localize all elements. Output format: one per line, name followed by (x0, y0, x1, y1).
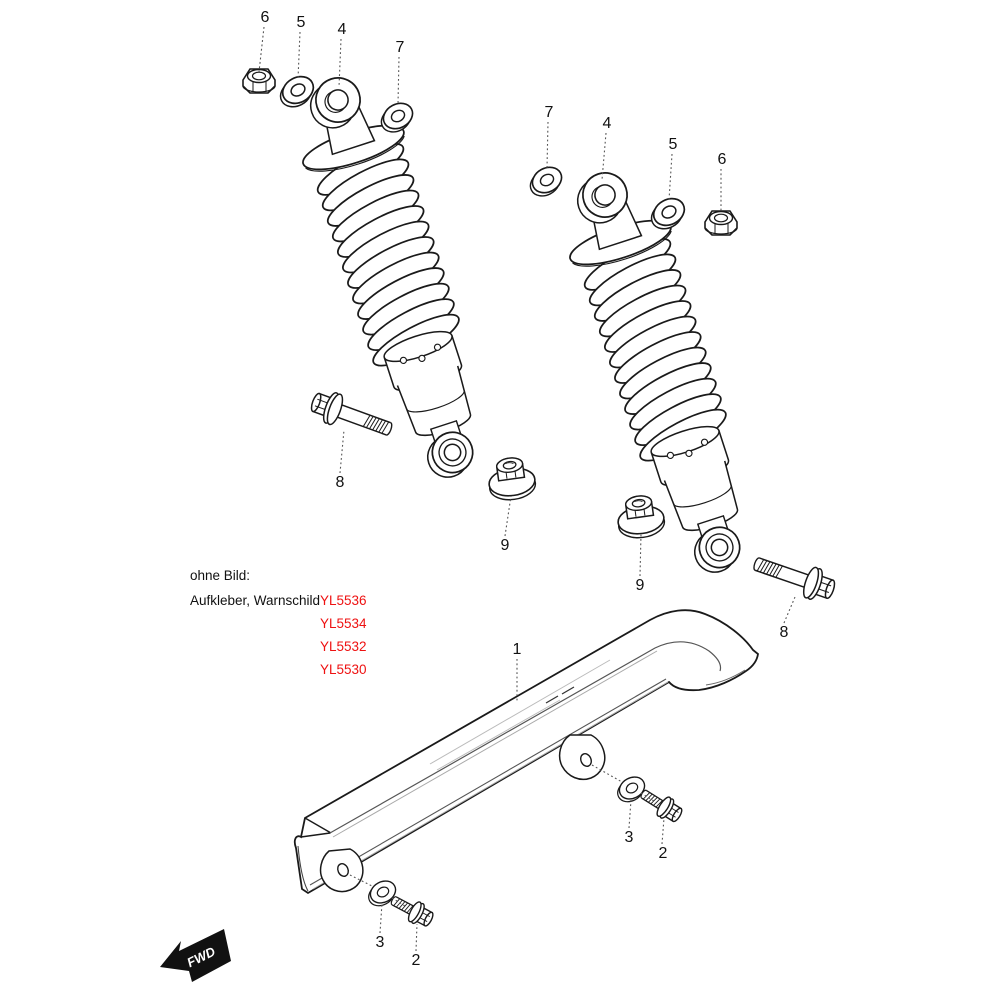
callout-5-top-left: 5 (296, 14, 306, 31)
guard-hem-highlight (312, 681, 669, 890)
fwd-arrow: FWD (160, 929, 231, 982)
callout-3-left: 3 (375, 934, 385, 951)
hex-bolt-left (386, 889, 437, 931)
guard-left-end-fold (300, 817, 332, 838)
callout-6-top-right: 6 (717, 151, 727, 168)
flange-nut-right (614, 492, 668, 542)
fwd-arrow-shape (160, 929, 231, 982)
callout-8-left: 8 (335, 474, 345, 491)
callout-2-middle: 2 (658, 845, 668, 862)
guard-hook-inner (705, 669, 746, 686)
part-code-link[interactable]: YL5534 (320, 616, 367, 631)
flange-nut-left (485, 454, 539, 504)
callout-7-top-left: 7 (395, 39, 405, 56)
callout-2-left: 2 (411, 952, 421, 969)
part-code-link[interactable]: YL5532 (320, 639, 367, 654)
guard-hem-line (309, 678, 667, 886)
guard-fold-highlight (332, 650, 658, 838)
callout-3-middle: 3 (624, 829, 634, 846)
guard-fold-line (329, 641, 722, 834)
callout-4-top-right: 4 (602, 115, 612, 132)
chain-guard (293, 609, 759, 895)
chain-guard-outline (293, 609, 759, 895)
callout-5-top-right: 5 (668, 136, 678, 153)
guard-tab-middle-hole (580, 753, 592, 767)
callout-9-left: 9 (500, 537, 510, 554)
note-heading: ohne Bild: (190, 568, 251, 583)
leader-lines (258, 26, 796, 952)
guard-left-end-edge (297, 845, 309, 892)
callout-7-top-right: 7 (544, 104, 554, 121)
callout-8-right: 8 (779, 624, 789, 641)
guard-surface-marks (545, 686, 575, 704)
callout-9-right: 9 (635, 577, 645, 594)
part-code-link[interactable]: YL5530 (320, 662, 367, 677)
washer-7-right (524, 161, 568, 202)
cap-nut-top-left (242, 68, 276, 94)
callout-6-top-left: 6 (260, 9, 270, 26)
callout-4-top-left: 4 (337, 21, 347, 38)
part-code-link[interactable]: YL5536 (320, 593, 367, 608)
flange-bolt-left (306, 385, 398, 446)
flange-bolt-right (748, 547, 840, 607)
note-item-label: Aufkleber, Warnschild (190, 593, 321, 608)
guard-top-highlight (429, 659, 611, 771)
guard-tab-left-hole (337, 863, 349, 877)
cap-nut-top-right (704, 210, 738, 236)
callout-1-chain-guard: 1 (512, 641, 522, 658)
